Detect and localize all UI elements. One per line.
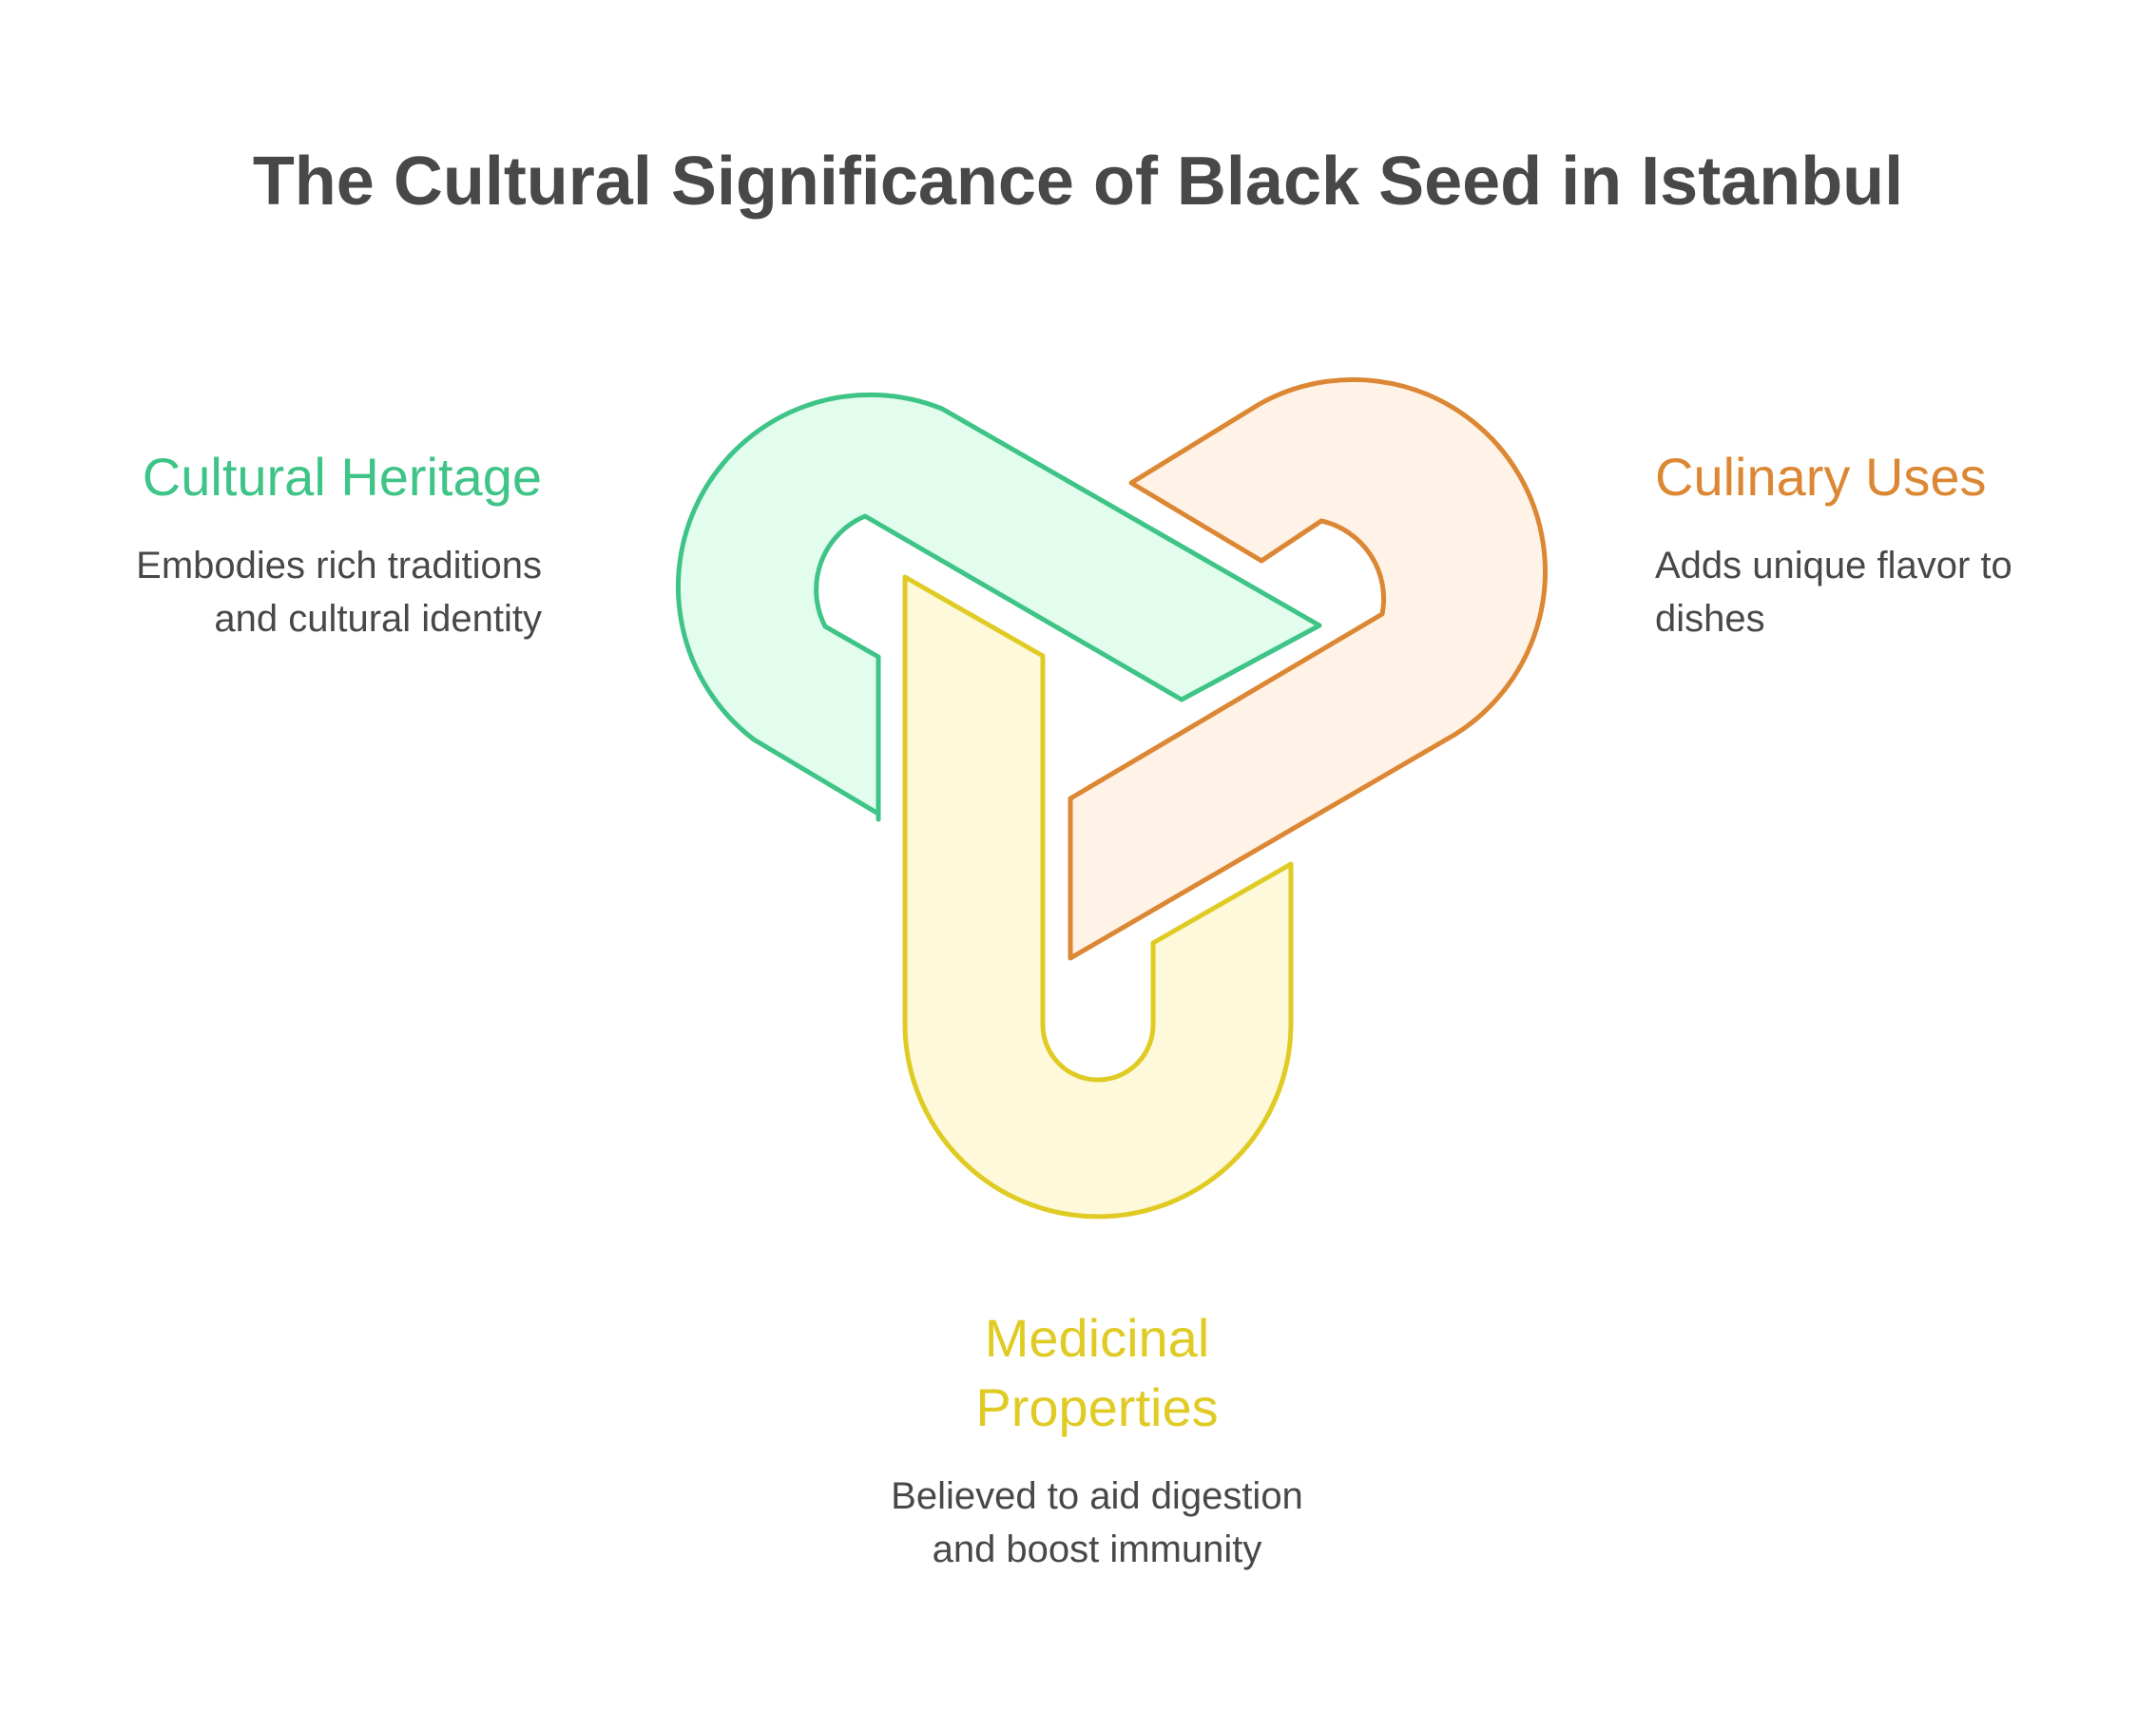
cultural-heritage-description: Embodies rich traditions and cultural id… — [0, 539, 542, 645]
page-title: The Cultural Significance of Black Seed … — [252, 144, 1904, 220]
medicinal-properties-heading: Medicinal Properties — [793, 1304, 1401, 1443]
medicinal-desc-line-2: and boost immunity — [932, 1528, 1262, 1570]
culinary-uses-desc-line-1: Adds unique flavor to — [1655, 544, 2012, 586]
cultural-heritage-desc-line-1: Embodies rich traditions — [136, 544, 542, 586]
medicinal-properties-description: Believed to aid digestion and boost immu… — [793, 1470, 1401, 1576]
medicinal-heading-line-2: Properties — [975, 1376, 1219, 1437]
medicinal-desc-line-1: Believed to aid digestion — [891, 1474, 1303, 1517]
cultural-heritage-heading: Cultural Heritage — [142, 447, 542, 507]
medicinal-properties-loop — [902, 574, 1294, 1220]
cultural-heritage-section: Cultural Heritage Embodies rich traditio… — [0, 443, 542, 645]
culinary-uses-description: Adds unique flavor to dishes — [1655, 539, 2149, 645]
culinary-uses-section: Culinary Uses Adds unique flavor to dish… — [1655, 443, 2149, 645]
culinary-uses-heading: Culinary Uses — [1655, 447, 1987, 507]
medicinal-properties-section: Medicinal Properties Believed to aid dig… — [793, 1304, 1401, 1576]
medicinal-heading-line-1: Medicinal — [984, 1308, 1210, 1368]
cultural-heritage-loop — [675, 392, 1322, 822]
culinary-uses-desc-line-2: dishes — [1655, 597, 1765, 640]
cultural-heritage-desc-line-2: and cultural identity — [214, 597, 542, 640]
culinary-uses-loop — [1068, 376, 1548, 961]
